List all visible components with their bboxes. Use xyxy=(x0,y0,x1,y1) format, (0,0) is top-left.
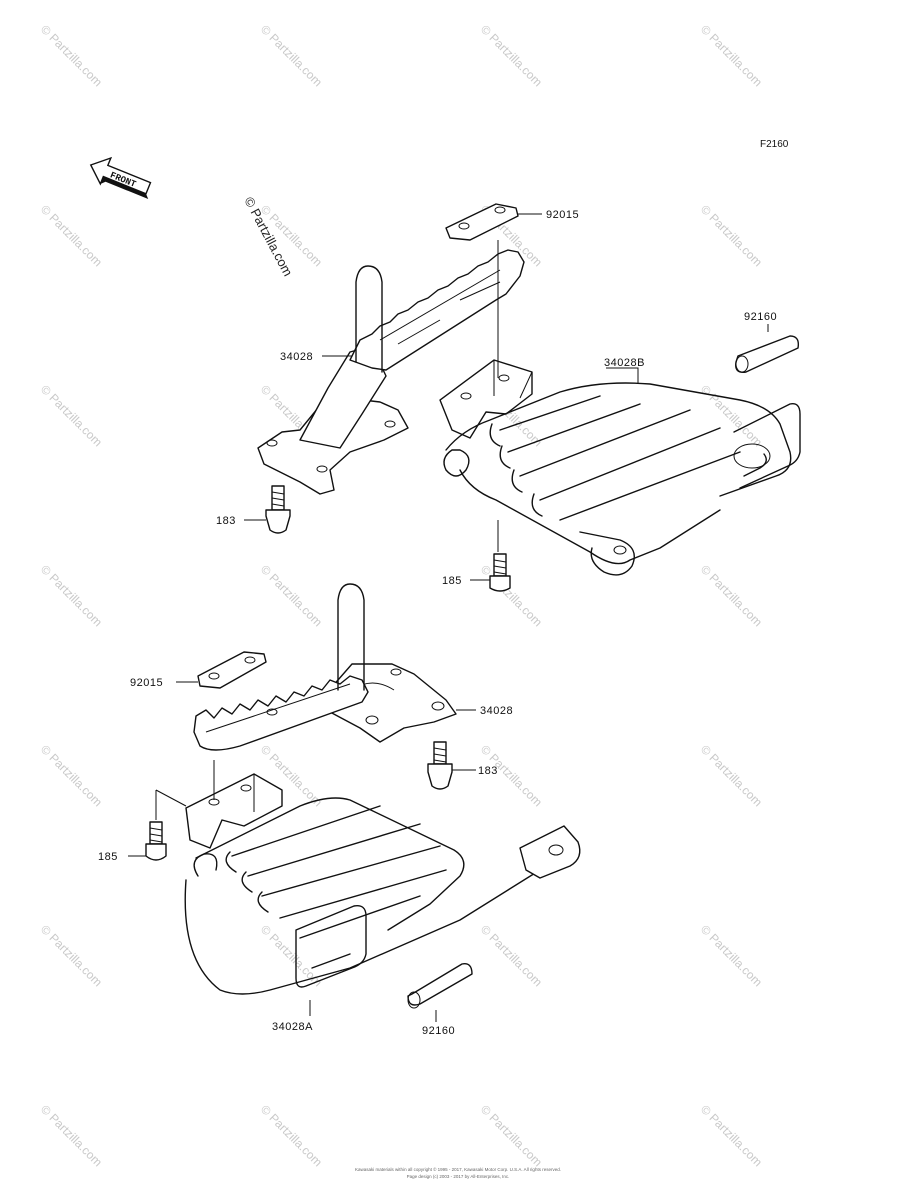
label-34028A: 34028A xyxy=(272,1021,313,1033)
footrest-frame-left xyxy=(184,773,581,995)
watermark-repeat: © Partzilla.com xyxy=(258,562,325,629)
watermark-repeat: © Partzilla.com xyxy=(698,922,765,989)
watermark-repeat: © Partzilla.com xyxy=(258,22,325,89)
bolt-183-top xyxy=(265,485,291,534)
rubber-plate-left xyxy=(197,651,267,689)
label-92160-right: 92160 xyxy=(744,311,777,323)
label-34028-mid: 34028 xyxy=(480,705,513,717)
watermark-repeat: © Partzilla.com xyxy=(478,922,545,989)
watermark-repeat: © Partzilla.com xyxy=(38,382,105,449)
copyright-line-2: Page design (c) 2003 - 2017 by All-Enter… xyxy=(407,1174,510,1179)
watermark-repeat: © Partzilla.com xyxy=(38,22,105,89)
collar-bottom xyxy=(407,963,473,1009)
label-34028B: 34028B xyxy=(604,357,645,369)
watermark-repeat: © Partzilla.com xyxy=(478,22,545,89)
watermark-repeat: © Partzilla.com xyxy=(38,922,105,989)
figure-code: F2160 xyxy=(760,139,789,150)
watermark-repeat: © Partzilla.com xyxy=(698,22,765,89)
watermark-repeat: © Partzilla.com xyxy=(258,1102,325,1169)
watermark-repeat: © Partzilla.com xyxy=(38,742,105,809)
collar-right xyxy=(735,335,800,373)
watermark-repeat: © Partzilla.com xyxy=(698,562,765,629)
footpeg-mid xyxy=(193,583,457,751)
rubber-plate-top xyxy=(445,203,519,241)
watermark-repeat: © Partzilla.com xyxy=(698,742,765,809)
front-arrow-icon: FRONT xyxy=(89,156,152,199)
footpeg-left-top xyxy=(257,249,525,495)
watermark-repeat: © Partzilla.com xyxy=(478,562,545,629)
label-92015-left: 92015 xyxy=(130,677,163,689)
label-92015-top: 92015 xyxy=(546,209,579,221)
label-34028-top: 34028 xyxy=(280,351,313,363)
bolt-185-right xyxy=(489,553,511,592)
footrest-frame-right xyxy=(439,359,801,576)
label-185-left: 185 xyxy=(98,851,118,863)
watermark-layer: © Partzilla.com © Partzilla.com © Partzill… xyxy=(38,22,765,1169)
copyright-line-1: Kawasaki materials within all copyright … xyxy=(355,1166,561,1172)
watermark-repeat: © Partzilla.com xyxy=(698,202,765,269)
label-92160-bottom: 92160 xyxy=(422,1025,455,1037)
watermark-repeat: © Partzilla.com xyxy=(38,202,105,269)
bolt-183-mid xyxy=(427,741,453,790)
label-183-mid: 183 xyxy=(478,765,498,777)
bolt-185-left xyxy=(145,821,167,861)
label-185-right: 185 xyxy=(442,575,462,587)
watermark-repeat: © Partzilla.com xyxy=(698,382,765,449)
watermark-repeat: © Partzilla.com xyxy=(698,1102,765,1169)
watermark-repeat: © Partzilla.com xyxy=(478,1102,545,1169)
label-183-top: 183 xyxy=(216,515,236,527)
watermark-repeat: © Partzilla.com xyxy=(38,562,105,629)
leader-lines xyxy=(128,213,769,1022)
watermark-repeat: © Partzilla.com xyxy=(38,1102,105,1169)
